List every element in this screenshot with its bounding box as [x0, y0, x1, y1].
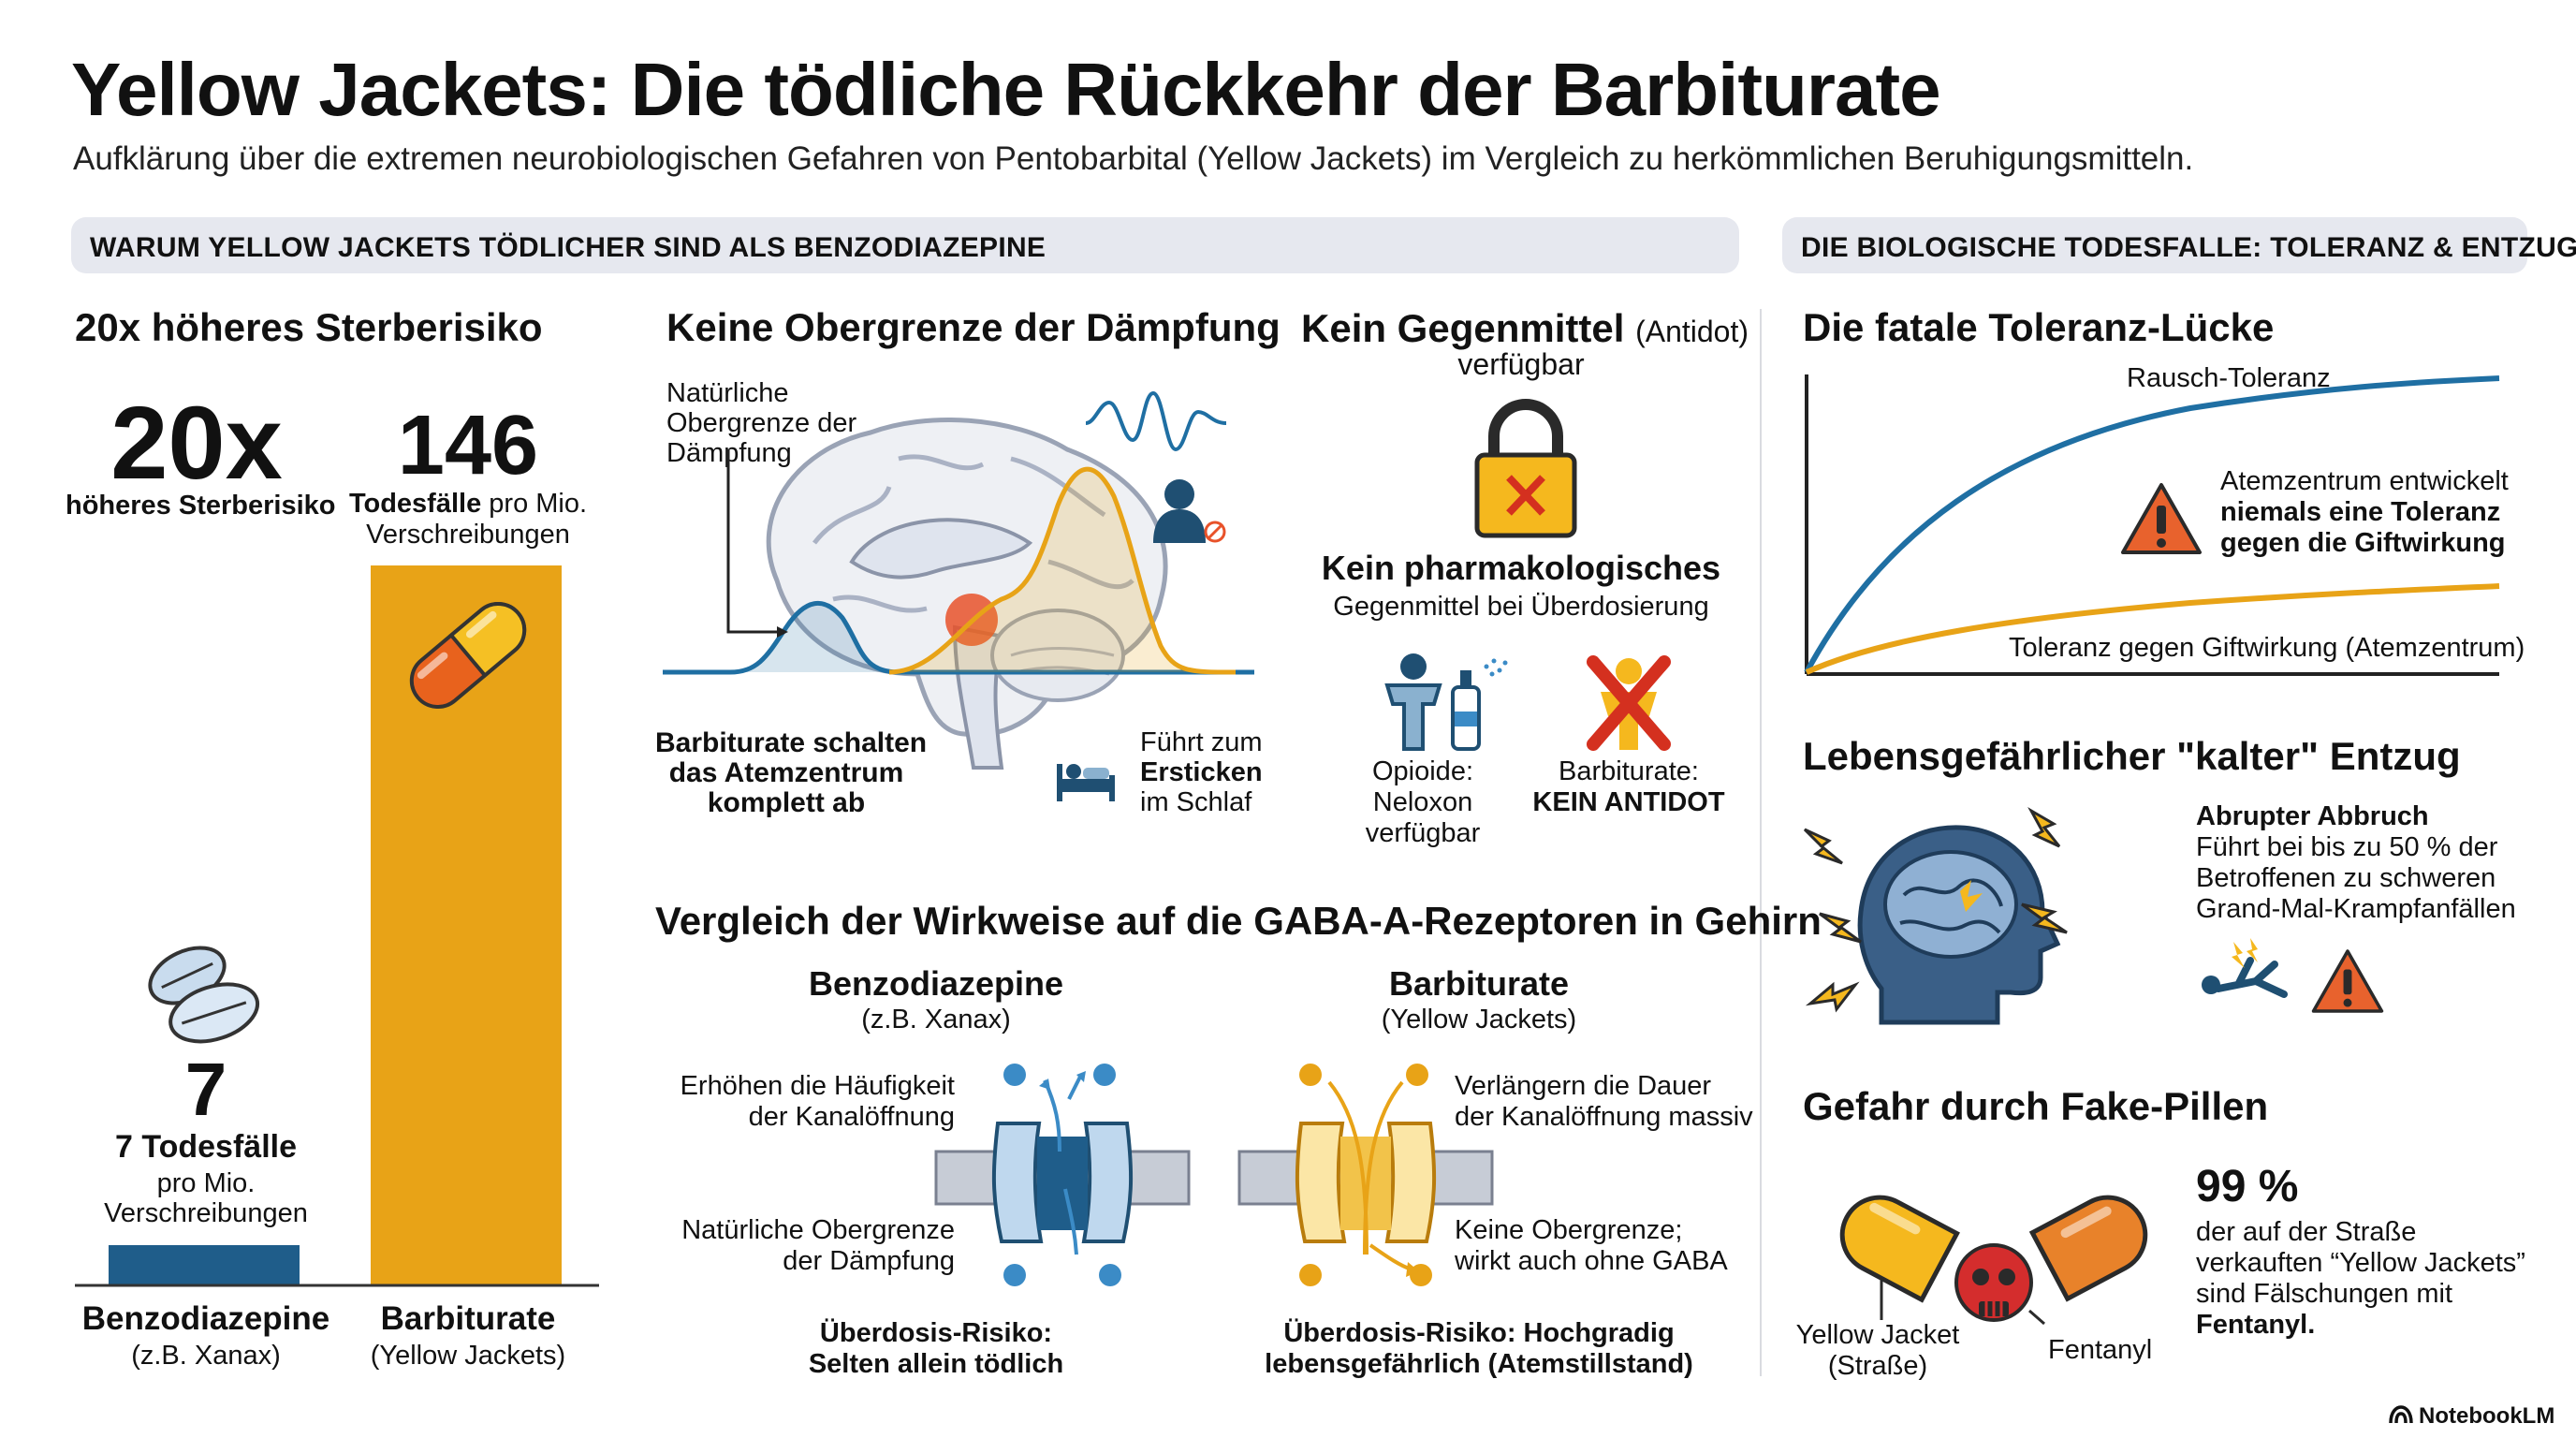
fake-line1: der auf der Straße — [2196, 1217, 2417, 1247]
page-subtitle: Aufklärung über die extremen neurobiolog… — [73, 140, 2194, 177]
shutdown-line1: Barbiturate schalten — [655, 727, 928, 758]
gaba-benzo-title: Benzodiazepine — [808, 964, 1064, 1003]
broken-capsule-icon — [1839, 1195, 2148, 1326]
tolerance-high-curve — [1804, 375, 2500, 674]
barb-limit-line2: wirkt auch ohne GABA — [1455, 1246, 1728, 1276]
tolerance-high-label: Rausch-Toleranz — [2127, 363, 2331, 393]
benzo-death-label: 7 Todesfälle — [115, 1129, 297, 1165]
gaba-barb-example: (Yellow Jackets) — [1381, 1005, 1577, 1034]
capsule-icon — [409, 602, 527, 709]
page-title: Yellow Jackets: Die tödliche Rückkehr de… — [71, 48, 1941, 131]
suffocate-line2: Ersticken — [1140, 757, 1263, 787]
barb-death-number: 146 — [397, 399, 539, 492]
sleeping-person-icon — [1057, 764, 1115, 801]
naloxone-spray-icon — [1384, 653, 1508, 751]
benzo-effect-line2: der Kanalöffnung — [748, 1102, 955, 1132]
antidote-heading: Kein Gegenmittel (Antidot) — [1301, 306, 1749, 350]
tolerance-low-curve — [1805, 583, 2500, 675]
barb-limit-line1: Keine Obergrenze; — [1455, 1215, 1683, 1245]
withdrawal-warning-icon — [2311, 949, 2384, 1013]
withdrawal-line2: Führt bei bis zu 50 % der — [2196, 832, 2498, 862]
fake-line3: sind Fälschungen mit — [2196, 1279, 2453, 1309]
barb-death-label-line2: Verschreibungen — [366, 520, 570, 550]
benzo-limit-line2: der Dämpfung — [783, 1246, 955, 1276]
fake-heading: Gefahr durch Fake-Pillen — [1803, 1084, 2269, 1128]
risk-heading: 20x höheres Sterberisiko — [75, 305, 543, 349]
gaba-benzo-example: (z.B. Xanax) — [861, 1005, 1011, 1034]
benzo-name: Benzodiazepine — [81, 1300, 330, 1337]
ceiling-heading: Keine Obergrenze der Dämpfung — [666, 305, 1281, 349]
banner-right: DIE BIOLOGISCHE TODESFALLE: TOLERANZ & E… — [1782, 217, 2576, 273]
barb-name: Barbiturate — [380, 1300, 556, 1337]
tolerance-warning-line2: niemals eine Toleranz — [2220, 497, 2501, 527]
banner-left: WARUM YELLOW JACKETS TÖDLICHER SIND ALS … — [71, 217, 1739, 273]
benzo-risk-line2: Selten allein tödlich — [808, 1349, 1064, 1379]
benzo-limit-line1: Natürliche Obergrenze — [681, 1215, 955, 1245]
benzo-receptor-icon — [934, 1064, 1191, 1286]
lock-icon — [1474, 399, 1577, 538]
withdrawal-line3: Betroffenen zu schweren — [2196, 863, 2496, 893]
natural-ceiling-line2: Obergrenze der — [666, 408, 857, 438]
tolerance-heading: Die fatale Toleranz-Lücke — [1803, 305, 2275, 349]
warning-triangle-icon — [2121, 483, 2202, 554]
barb-receptor-icon — [1237, 1064, 1494, 1286]
gaba-heading: Vergleich der Wirkweise auf die GABA-A-R… — [655, 899, 1822, 943]
brand-name: NotebookLM — [2419, 1403, 2555, 1429]
barb-effect-line2: der Kanalöffnung massiv — [1455, 1102, 1753, 1132]
risk-factor-label: höheres Sterberisiko — [66, 491, 336, 521]
withdrawal-line1: Abrupter Abbruch — [2196, 801, 2429, 831]
shutdown-line3: komplett ab — [707, 787, 866, 818]
opioid-line2: Neloxon — [1372, 787, 1473, 817]
barb-antidote-line1: Barbiturate: — [1559, 756, 1699, 786]
no-antidote-subtitle: Gegenmittel bei Überdosierung — [1333, 592, 1709, 622]
tablets-icon — [148, 946, 260, 1044]
pill-label-line1: Yellow Jacket — [1795, 1320, 1960, 1350]
fake-percent: 99 % — [2196, 1162, 2299, 1211]
suffocate-line3: im Schlaf — [1140, 787, 1252, 817]
shutdown-line2: das Atemzentrum — [668, 757, 904, 788]
withdrawal-line4: Grand-Mal-Krampfanfällen — [2196, 894, 2516, 924]
barb-risk-line2: lebensgefährlich (Atemstillstand) — [1265, 1349, 1693, 1379]
benzo-death-label-line3: Verschreibungen — [104, 1198, 308, 1228]
barb-antidote-line2: KEIN ANTIDOT — [1532, 787, 1725, 817]
barb-effect-line1: Verlängern die Dauer — [1455, 1071, 1712, 1101]
suffocate-line1: Führt zum — [1140, 727, 1263, 757]
no-antidote-person-icon — [1587, 655, 1671, 751]
withdrawal-heading: Lebensgefährlicher "kalter" Entzug — [1803, 734, 2461, 778]
benzo-effect-line1: Erhöhen die Häufigkeit — [680, 1071, 955, 1101]
tolerance-low-label: Toleranz gegen Giftwirkung (Atemzentrum) — [2009, 633, 2525, 663]
no-antidote-title: Kein pharmakologisches — [1321, 549, 1721, 587]
risk-factor: 20x — [110, 386, 283, 501]
column-divider — [1760, 309, 1762, 1376]
antidote-heading-line2: verfügbar — [1457, 347, 1585, 381]
benzo-risk-line1: Überdosis-Risiko: — [819, 1318, 1053, 1348]
tolerance-chart — [1804, 374, 2500, 676]
head-brain-icon — [1803, 806, 2068, 1025]
barb-example: (Yellow Jackets) — [370, 1341, 566, 1371]
brain-illustration — [663, 390, 1254, 770]
benzo-example: (z.B. Xanax) — [131, 1341, 281, 1371]
gaba-barb-title: Barbiturate — [1388, 964, 1570, 1003]
fake-line2: verkauften “Yellow Jackets” — [2196, 1248, 2525, 1278]
seizure-person-icon — [2202, 938, 2288, 998]
brand-logo-icon — [2389, 1405, 2413, 1424]
opioid-line3: verfügbar — [1365, 818, 1481, 848]
fake-line4: Fentanyl. — [2196, 1310, 2316, 1340]
barb-death-label: Todesfälle pro Mio. — [348, 489, 588, 519]
benzo-death-number: 7 — [184, 1048, 227, 1131]
opioid-line1: Opioide: — [1371, 756, 1473, 786]
pill-label-line2: (Straße) — [1827, 1351, 1928, 1381]
fentanyl-label: Fentanyl — [2048, 1335, 2153, 1365]
benzo-death-label-line2: pro Mio. — [156, 1168, 256, 1198]
natural-ceiling-line1: Natürliche — [666, 378, 789, 408]
bar-benzodiazepine — [109, 1245, 300, 1284]
barb-risk-line1: Überdosis-Risiko: Hochgradig — [1283, 1318, 1675, 1348]
tolerance-warning-line1: Atemzentrum entwickelt — [2220, 466, 2509, 496]
tolerance-warning-line3: gegen die Giftwirkung — [2220, 528, 2506, 558]
